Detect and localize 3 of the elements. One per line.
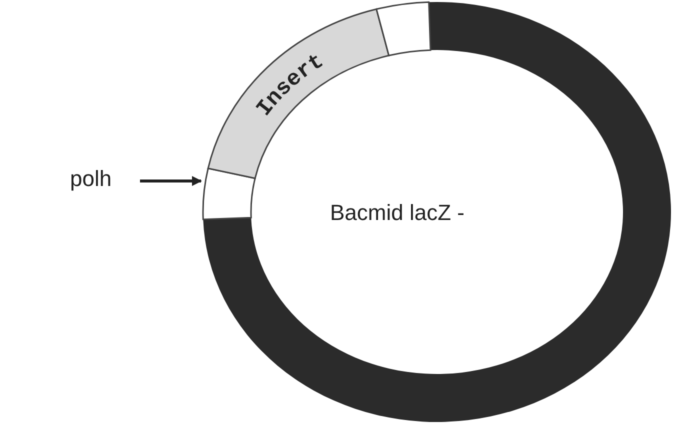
- plasmid-name: Bacmid lacZ -: [330, 200, 464, 226]
- arrow: [140, 176, 202, 186]
- gene-label: polh: [70, 166, 112, 192]
